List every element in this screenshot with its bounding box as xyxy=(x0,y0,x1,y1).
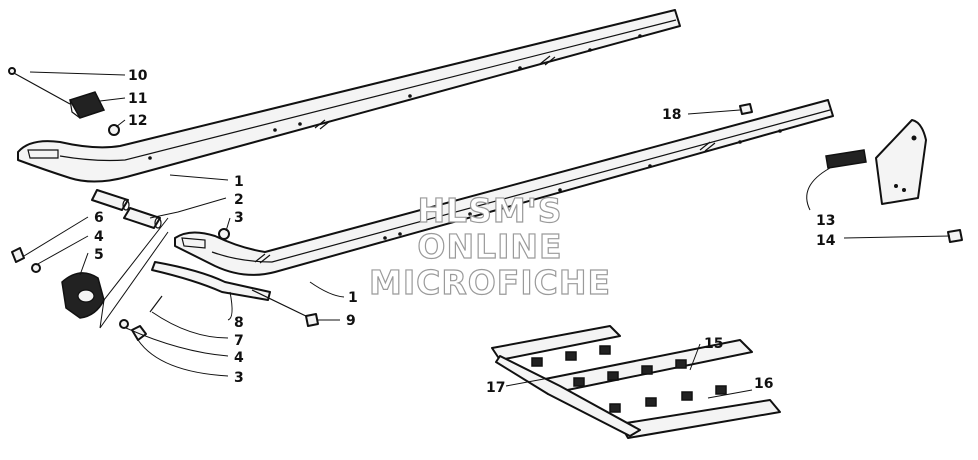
callout-7: 7 xyxy=(234,333,244,349)
callout-8: 8 xyxy=(234,315,244,331)
callout-18: 18 xyxy=(662,107,681,123)
nut-part-12 xyxy=(108,124,120,136)
lower-rail-holes xyxy=(383,129,782,240)
callout-1-upper: 1 xyxy=(234,174,244,190)
track-assembly xyxy=(491,325,781,439)
washer-part-4a xyxy=(31,263,41,273)
watermark-line-1: HLSM'S xyxy=(417,191,562,230)
callout-9: 9 xyxy=(346,313,356,329)
wear-strip xyxy=(151,261,271,301)
bolt-part-14 xyxy=(947,229,963,243)
front-block-part-5 xyxy=(61,272,105,319)
callout-2: 2 xyxy=(234,192,244,208)
callout-16: 16 xyxy=(754,376,773,392)
callout-12: 12 xyxy=(128,113,147,129)
callout-14: 14 xyxy=(816,233,836,249)
callout-3-upper: 3 xyxy=(234,210,244,226)
nut-part-3a xyxy=(218,228,230,240)
watermark-line-3: MICROFICHE xyxy=(369,263,611,302)
callout-15: 15 xyxy=(704,336,723,352)
callout-10: 10 xyxy=(128,68,148,84)
spacer-tubes xyxy=(91,189,162,229)
track-lugs xyxy=(531,345,727,413)
bolt-part-10 xyxy=(8,67,71,105)
callout-11: 11 xyxy=(128,91,147,107)
screw-part-7 xyxy=(149,295,163,313)
plate-part-13 xyxy=(825,149,867,169)
callout-3-lower: 3 xyxy=(234,370,244,386)
watermark-line-2: ONLINE xyxy=(417,227,562,266)
washer-part-4b xyxy=(119,319,129,329)
upper-slide-rail xyxy=(17,9,681,183)
rear-bracket xyxy=(875,119,927,205)
lower-slide-rail xyxy=(174,99,834,276)
bolt-part-9 xyxy=(251,289,319,327)
upper-rail-holes xyxy=(148,34,642,160)
callout-5: 5 xyxy=(94,247,104,263)
plug-part-18 xyxy=(739,103,753,115)
callout-17: 17 xyxy=(486,380,505,396)
watermark: HLSM'S ONLINE MICROFICHE xyxy=(368,190,611,302)
callout-labels: 10 11 12 1 2 3 6 4 5 8 7 4 3 1 9 18 13 1… xyxy=(94,68,836,396)
callout-4-lower: 4 xyxy=(234,350,244,366)
leader-lines xyxy=(23,71,951,399)
callout-6: 6 xyxy=(94,210,104,226)
bolt-part-6 xyxy=(11,247,25,263)
callout-4-upper: 4 xyxy=(94,229,104,245)
cap-part-11 xyxy=(68,91,106,119)
callout-1-lower: 1 xyxy=(348,290,358,306)
callout-13: 13 xyxy=(816,213,835,229)
